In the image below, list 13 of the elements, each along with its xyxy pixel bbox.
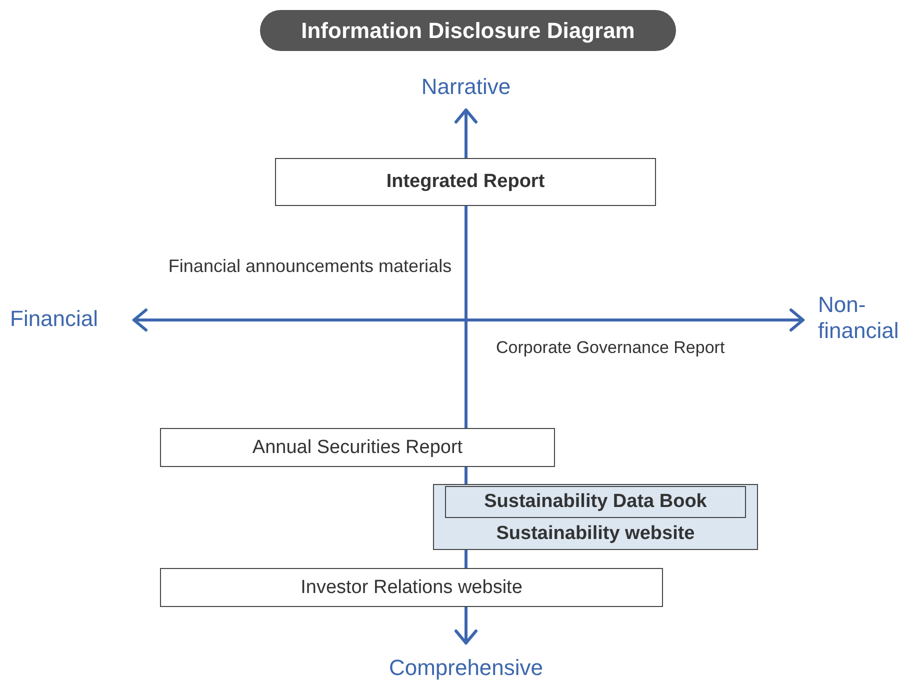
title-banner: Information Disclosure Diagram — [260, 10, 676, 51]
panel-title: Sustainability website — [496, 523, 695, 545]
axis-label: Narrative — [420, 74, 512, 100]
axis-label: Financial — [10, 306, 100, 332]
document-box: Sustainability Data Book — [445, 486, 746, 518]
document-box: Investor Relations website — [160, 568, 663, 607]
axis-label: Non-financial — [818, 292, 900, 345]
axis-label: Comprehensive — [388, 655, 544, 681]
note-text: Financial announcements materials — [167, 256, 453, 278]
document-box: Integrated Report — [275, 158, 656, 206]
website-panel — [433, 484, 758, 550]
note-text: Corporate Governance Report — [496, 338, 726, 358]
document-box: Annual Securities Report — [160, 428, 555, 467]
